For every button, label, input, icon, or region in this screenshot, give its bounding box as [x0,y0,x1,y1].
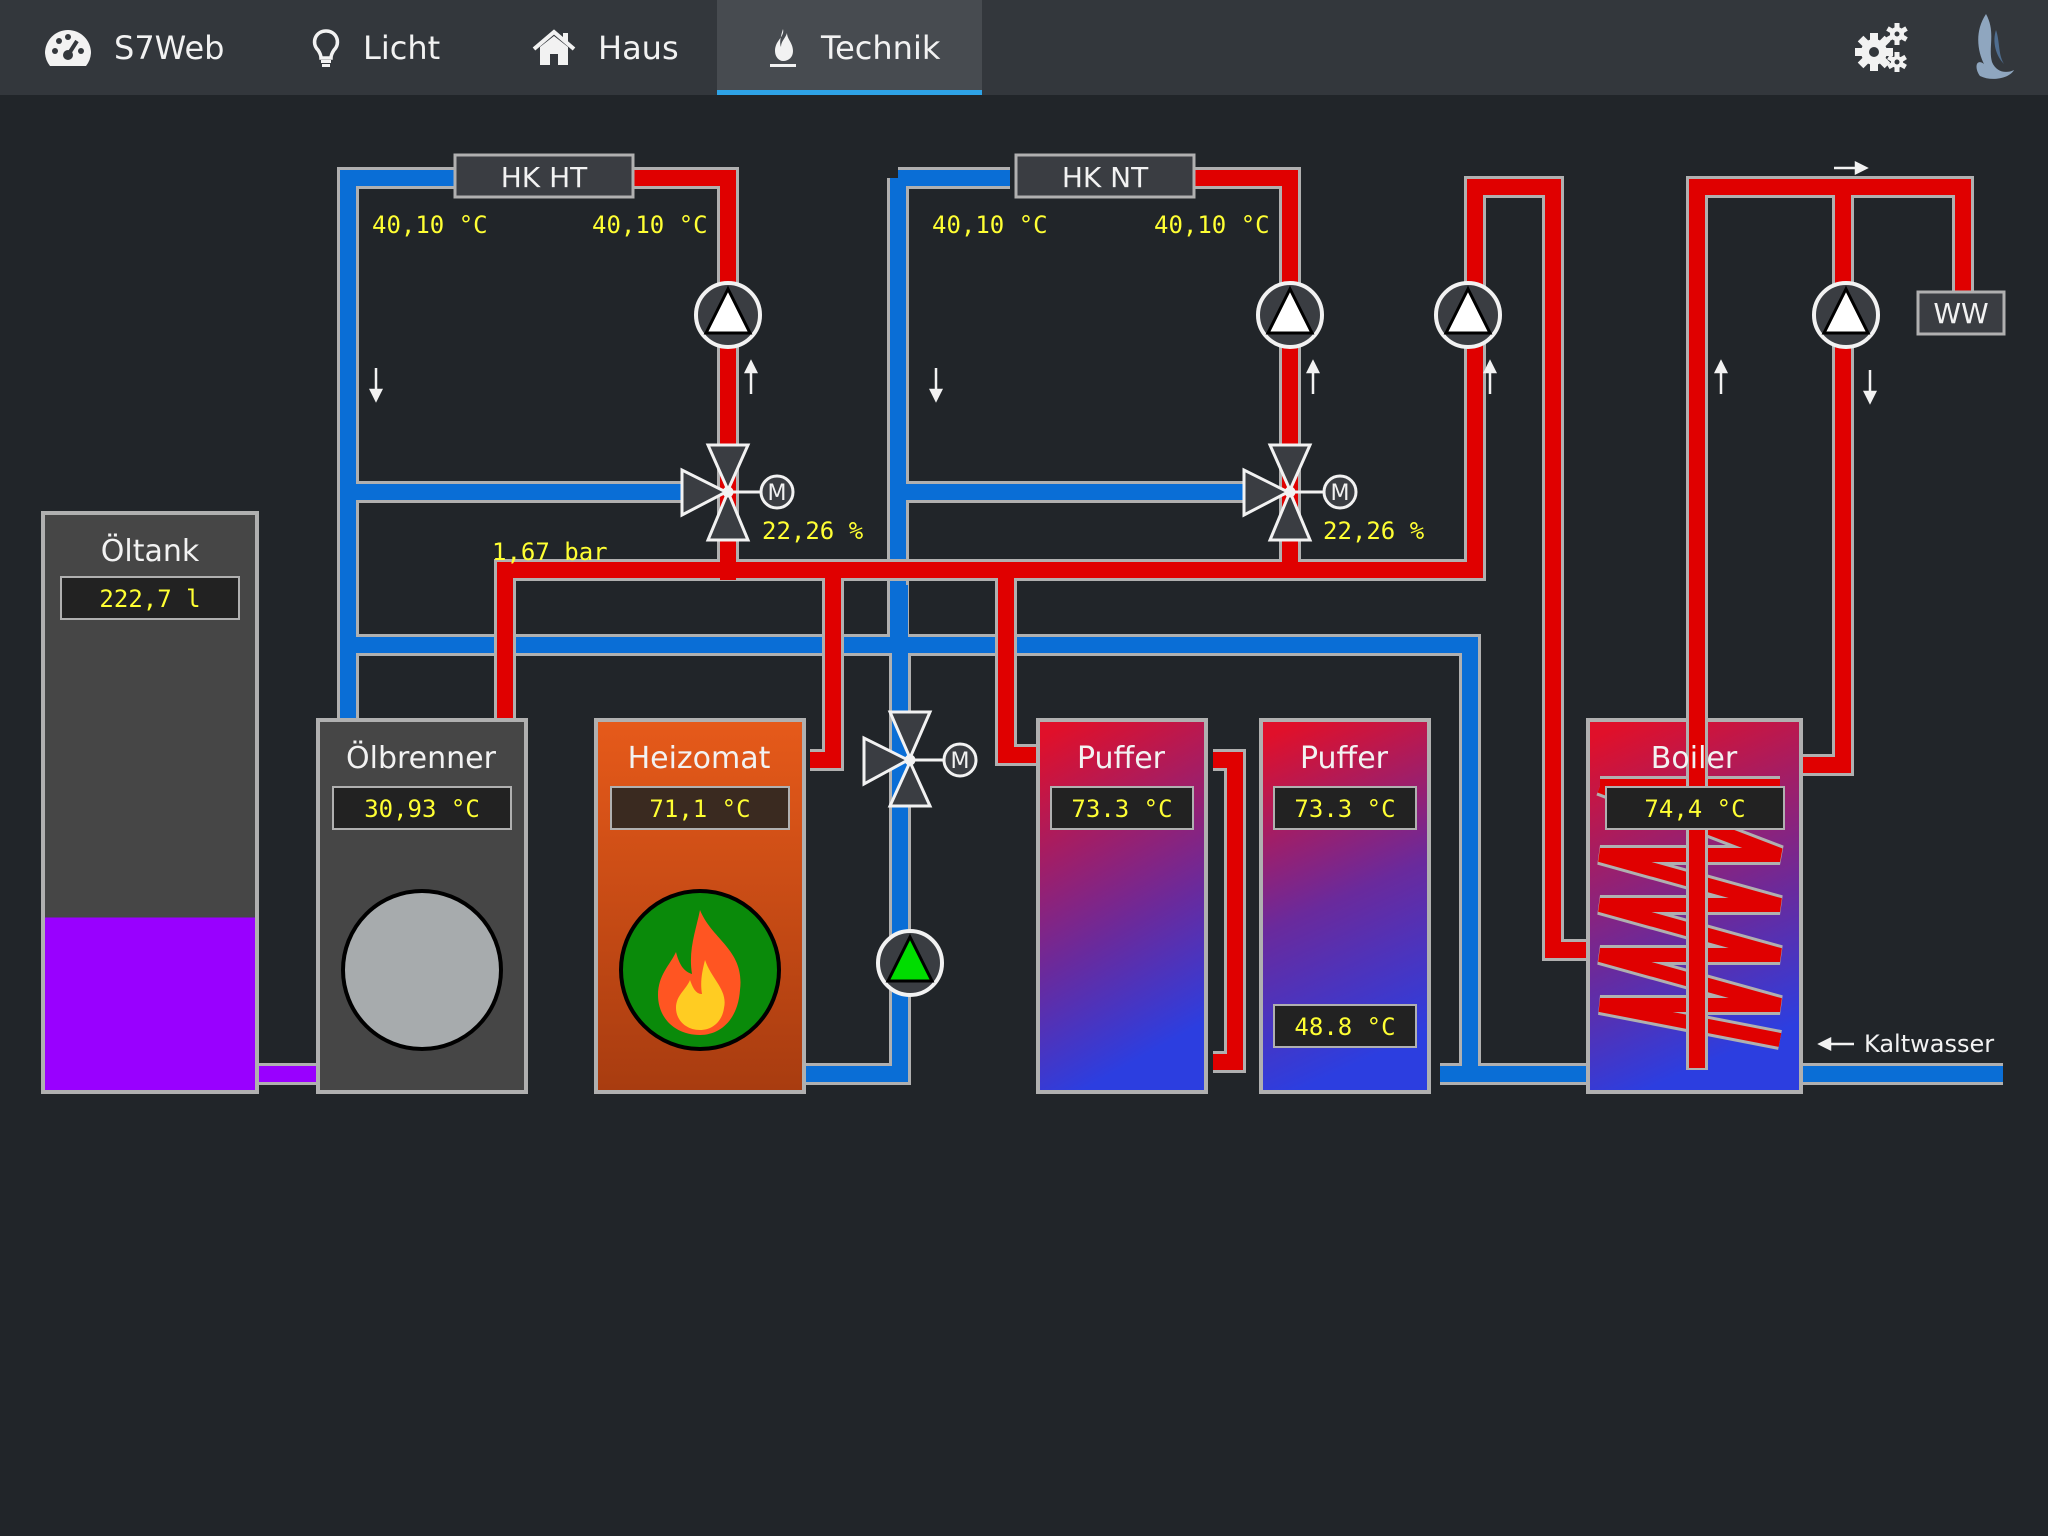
buffer-tank-1[interactable]: Puffer 73.3 °C [1036,718,1208,1094]
nav-label-technik: Technik [821,28,941,67]
fire-icon [658,910,741,1035]
return-pipes [255,167,2003,1085]
oil-burner-value: 30,93 °C [364,795,480,823]
nav-item-technik[interactable]: Technik [717,0,982,95]
arrow-down-icon [1862,370,1878,405]
pump-boiler-charge[interactable] [1434,281,1502,349]
boiler-value: 74,4 °C [1644,795,1745,823]
gears-icon [1855,23,1908,72]
nav-item-haus[interactable]: Haus [480,0,717,95]
hk-nt-return-temp: 40,10 °C [932,211,1048,239]
arrow-down-icon [928,368,944,403]
oil-tank-label: Öltank [101,533,200,569]
lightbulb-icon [312,28,340,67]
arrow-up-icon [1713,359,1729,394]
hk-ht-valve-position: 22,26 % [762,517,864,545]
mixing-valve-hk-ht[interactable]: M [680,443,795,542]
burner-status-indicator [341,889,503,1051]
arrow-right-icon [1834,160,1869,176]
pump-hk-nt[interactable] [1256,281,1324,349]
arrow-left-icon [1817,1036,1854,1052]
buffer-tank-2-value-top: 73.3 °C [1294,795,1395,823]
flame-logo-icon [1976,14,2014,79]
buffer-tank-2[interactable]: Puffer 73.3 °C 48.8 °C [1259,718,1431,1094]
logo [1966,12,2016,80]
hk-nt-label-box: HK NT [1014,153,1196,199]
pump-circulation[interactable] [1812,281,1880,349]
oil-tank[interactable]: Öltank 222,7 l [41,511,259,1094]
heizomat[interactable]: Heizomat 71,1 °C [594,718,806,1094]
arrow-up-icon [1482,359,1498,394]
hk-nt-label: HK NT [1062,161,1149,194]
flame-icon [770,28,796,67]
nav-label-haus: Haus [598,28,679,67]
oil-burner-label: Ölbrenner [346,740,497,776]
hk-ht-label-box: HK HT [453,153,635,199]
buffer-tank-2-label: Puffer [1300,741,1389,776]
heating-scheme: HK HT HK NT 40,10 °C 40,10 °C 40,10 °C 4… [41,153,2006,1094]
mixing-valve-heizomat[interactable]: M [862,710,978,808]
hk-ht-supply-temp: 40,10 °C [592,211,708,239]
hk-nt-supply-temp: 40,10 °C [1154,211,1270,239]
oil-tank-value: 222,7 l [99,585,200,613]
nav-label-licht: Licht [363,28,441,67]
buffer-tank-2-value-bottom: 48.8 °C [1294,1013,1395,1041]
boiler-label: Boiler [1651,741,1738,776]
arrow-down-icon [368,368,384,403]
heizomat-value: 71,1 °C [649,795,750,823]
hot-water-outlet: WW [1916,290,2006,336]
hk-ht-label: HK HT [501,161,588,194]
boiler[interactable]: Boiler 74,4 °C [1586,710,1803,1094]
nav-item-licht[interactable]: Licht [255,0,480,95]
pump-hk-ht[interactable] [694,281,762,349]
nav-item-s7web[interactable]: S7Web [0,0,255,95]
cold-water-label: Kaltwasser [1864,1030,1994,1058]
ww-label: WW [1933,297,1988,330]
heizomat-label: Heizomat [628,741,771,776]
system-pressure: 1,67 bar [492,538,608,566]
top-navbar: S7Web Licht Haus Technik [0,0,2048,95]
settings-button[interactable] [1852,20,1912,75]
oil-level-fill [45,917,255,1090]
motor-label: M [768,481,787,506]
nav-label-s7web: S7Web [114,28,225,67]
motor-label: M [1331,481,1350,506]
motor-label: M [951,749,970,774]
hk-nt-valve-position: 22,26 % [1323,517,1425,545]
arrow-up-icon [1305,359,1321,394]
buffer-tank-1-label: Puffer [1077,741,1166,776]
dashboard-icon [45,29,91,66]
pump-heizomat-active[interactable] [876,929,944,997]
flow-arrows [368,160,1878,1052]
arrow-up-icon [743,359,759,394]
mixing-valve-hk-nt[interactable]: M [1242,443,1358,542]
oil-burner[interactable]: Ölbrenner 30,93 °C [316,718,528,1094]
hk-ht-return-temp: 40,10 °C [372,211,488,239]
supply-pipes [494,167,1974,1073]
home-icon [532,28,576,65]
buffer-tank-1-value: 73.3 °C [1071,795,1172,823]
